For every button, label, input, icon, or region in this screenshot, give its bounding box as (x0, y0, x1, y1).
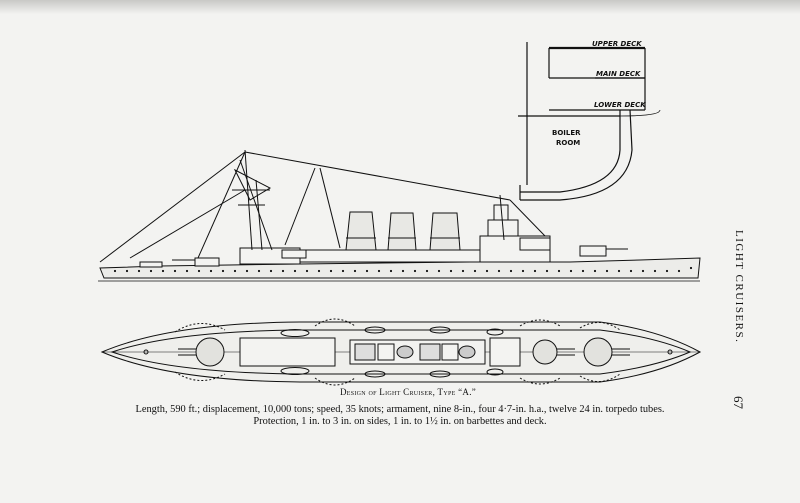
side-elevation (98, 149, 701, 282)
plan-view (100, 318, 702, 386)
room-label: ROOM (556, 139, 580, 147)
specs-line-2: Protection, 1 in. to 3 in. on sides, 1 i… (253, 416, 547, 427)
upper-deck-label: UPPER DECK (592, 40, 642, 48)
main-deck-label: MAIN DECK (596, 70, 641, 78)
specs-line-1: Length, 590 ft.; displacement, 10,000 to… (135, 404, 665, 415)
page-number: 67 (731, 396, 746, 409)
scan-shadow (0, 0, 800, 14)
boiler-label: BOILER (552, 129, 581, 137)
plate-caption: Design of Light Cruiser, Type “A.” (339, 387, 477, 397)
midship-section (518, 42, 661, 201)
lower-deck-label: LOWER DECK (594, 101, 646, 109)
plate-specifications: Length, 590 ft.; displacement, 10,000 to… (100, 404, 700, 428)
running-head: LIGHT CRUISERS. (733, 230, 745, 344)
